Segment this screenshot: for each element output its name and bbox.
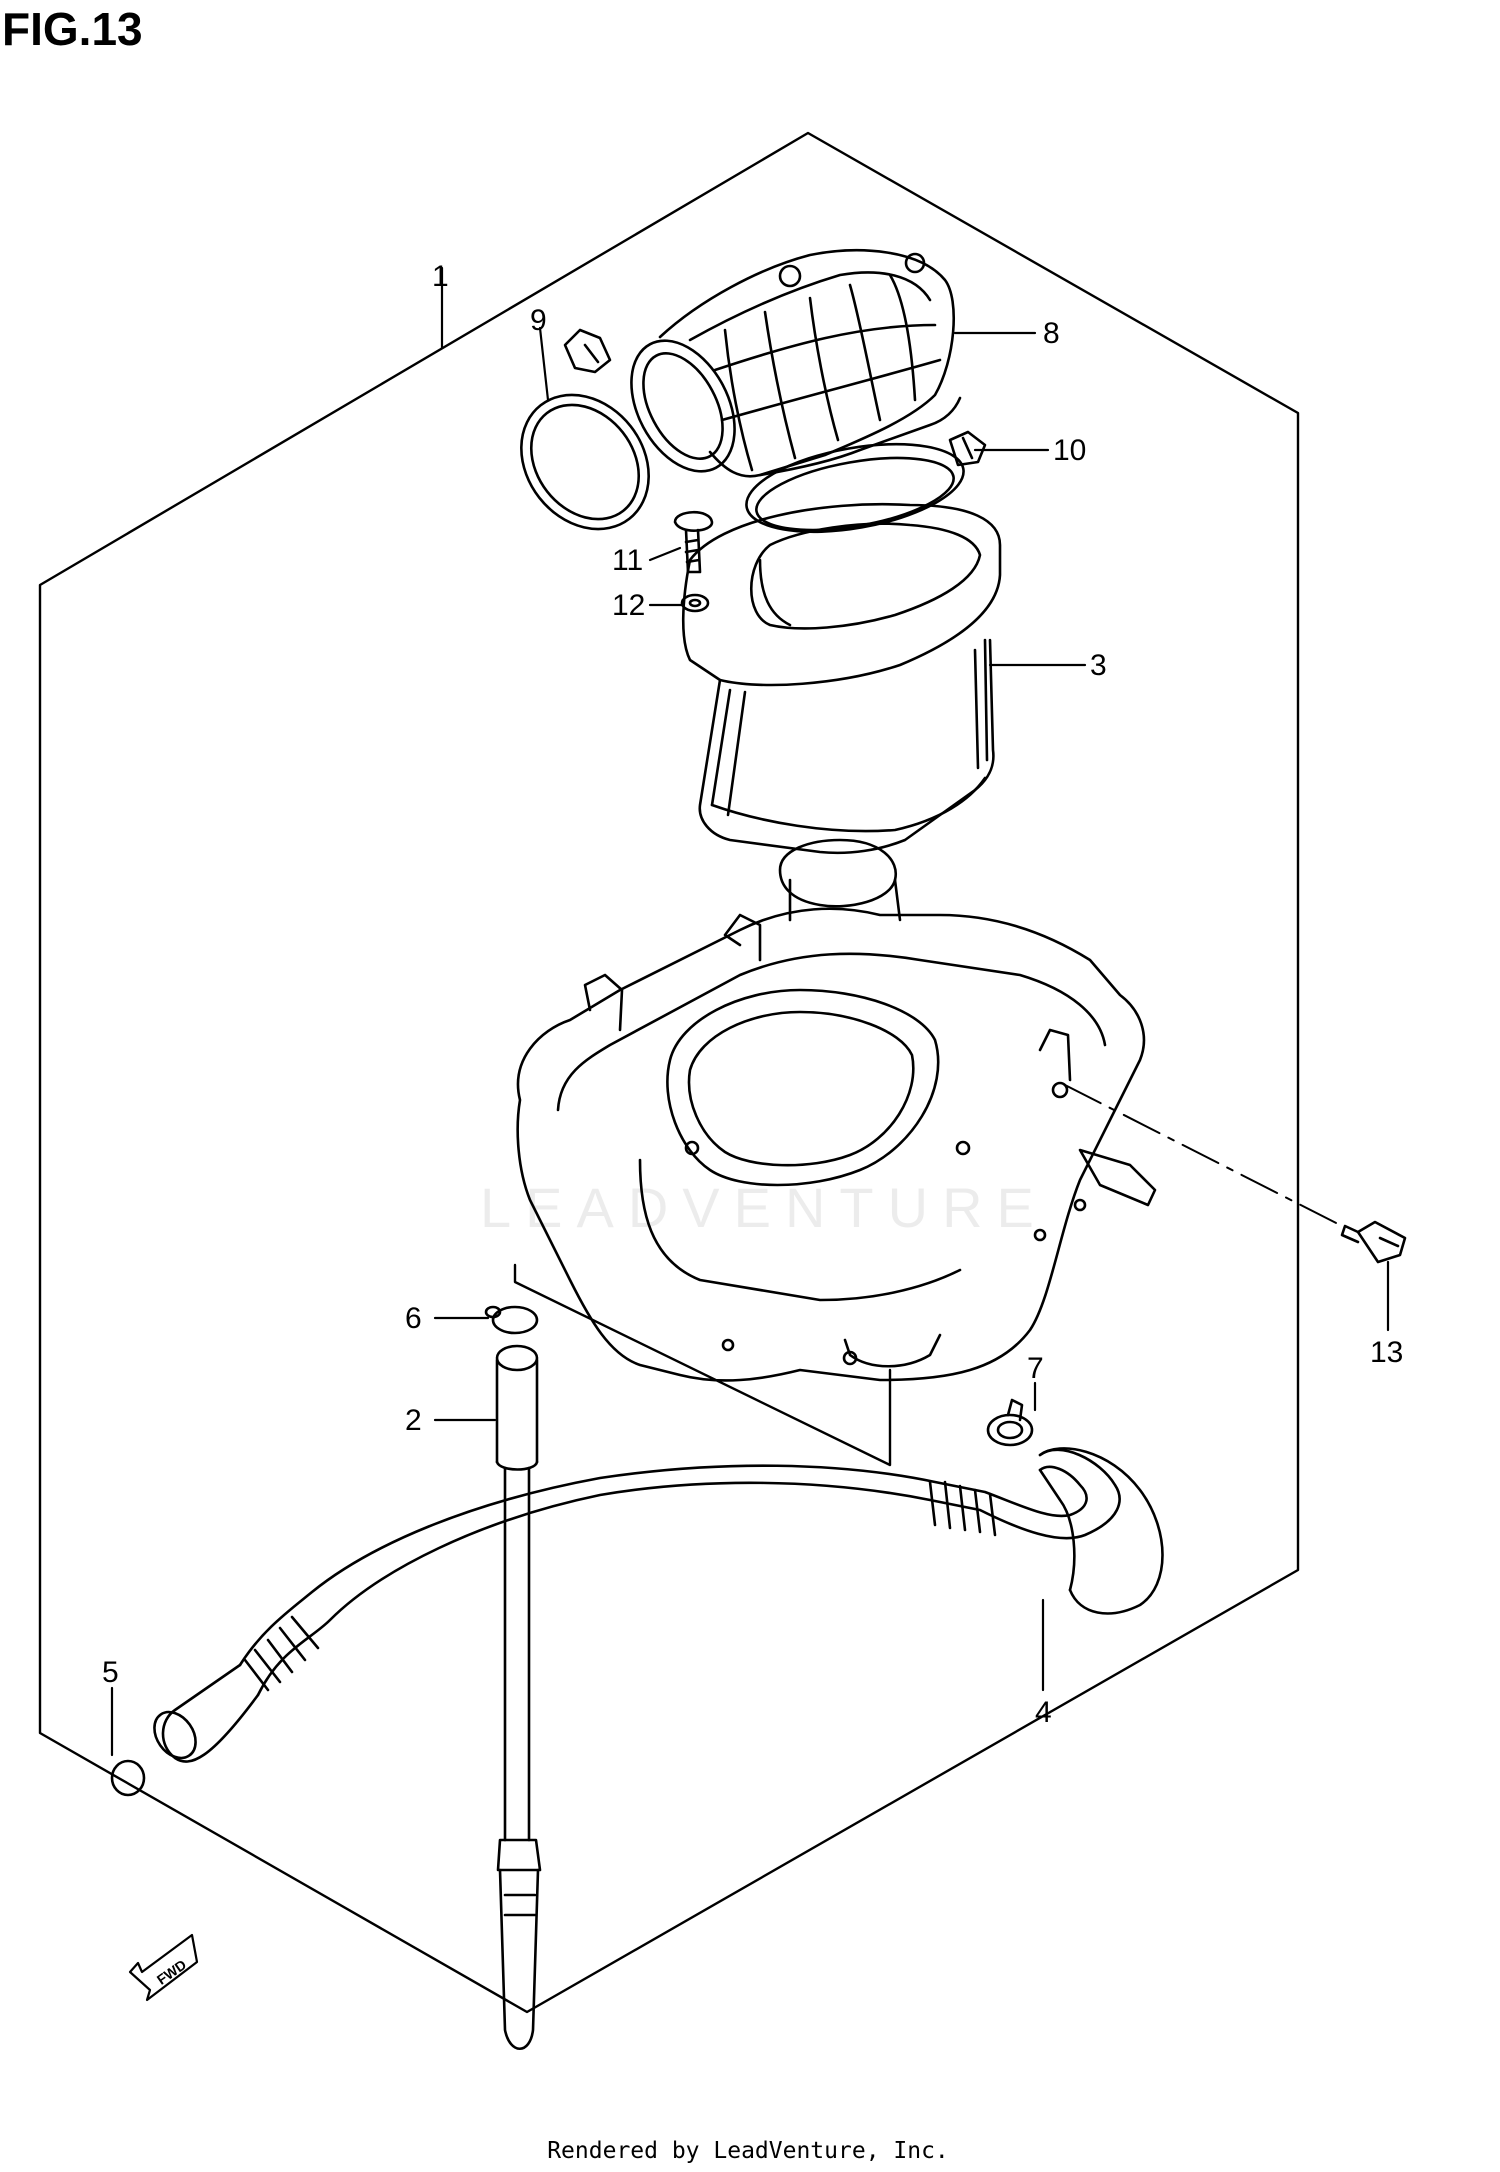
callout-2: 2 [405,1404,422,1437]
callout-1: 1 [432,260,449,293]
washer-12 [680,593,710,613]
leader-lines [110,266,1390,1757]
callout-12: 12 [612,589,645,622]
callout-7: 7 [1027,1352,1044,1385]
callout-4: 4 [1035,1696,1052,1729]
figure-title: FIG.13 [2,3,143,55]
callout-10: 10 [1053,434,1086,467]
o-ring-6 [484,1305,539,1335]
hose-clamp-9 [520,328,650,531]
hose-clamp-10 [745,430,987,534]
callout-9: 9 [530,304,547,337]
watermark: LEADVENTURE [480,1176,1048,1239]
callout-5: 5 [102,1656,119,1689]
air-cleaner-case [516,838,1157,1382]
callout-11: 11 [612,544,643,577]
footer-text: Rendered by LeadVenture, Inc. [547,2138,949,2164]
hose-clamp-7 [986,1398,1034,1447]
drain-tube-2 [495,1344,542,2050]
callout-8: 8 [1043,317,1060,350]
breather-hose-4 [153,1447,1164,1763]
screw-11 [673,510,714,574]
fwd-arrow-icon: FWD [128,1933,199,2002]
alignment-line-13 [1064,1084,1341,1226]
callout-13: 13 [1370,1336,1403,1369]
assembly-boundary [38,131,1300,2014]
callout-labels: 1 9 8 10 11 12 3 13 6 2 7 4 5 [102,260,1403,1729]
ring-5 [110,1759,146,1797]
air-filter-element [681,502,1002,855]
intake-boot-part [630,249,962,478]
fwd-label: FWD [154,1956,189,1987]
bolt-13 [1340,1220,1407,1264]
callout-3: 3 [1090,649,1107,682]
assembly-bracket [513,1263,892,1467]
callout-6: 6 [405,1302,422,1335]
footer-credit: Rendered by LeadVenture, Inc. [0,2138,1500,2164]
